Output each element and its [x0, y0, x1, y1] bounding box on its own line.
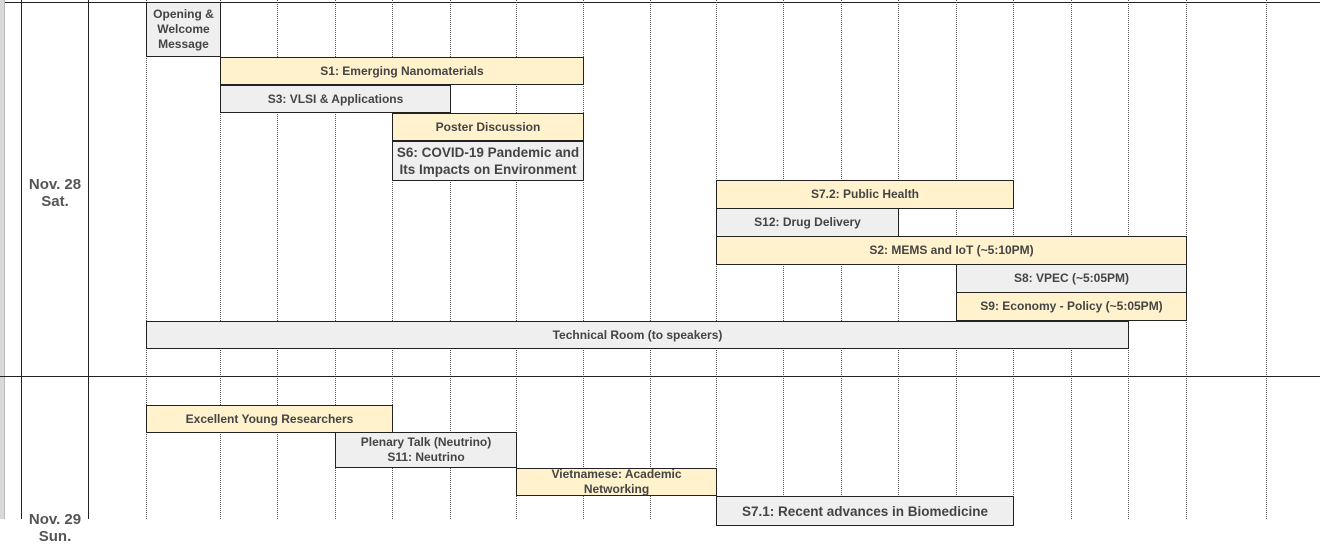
time-gridline [146, 0, 147, 519]
time-gridline [650, 0, 651, 519]
day-separator [0, 376, 1320, 377]
top-border [0, 2, 1320, 3]
event-s7-2[interactable]: S7.2: Public Health [716, 180, 1014, 209]
event-vietnamese[interactable]: Vietnamese: Academic Networking [516, 467, 717, 496]
time-gridline [277, 0, 278, 519]
event-s3[interactable]: S3: VLSI & Applications [220, 85, 451, 113]
event-plenary[interactable]: Plenary Talk (Neutrino) S11: Neutrino [335, 432, 517, 468]
date-column-border [21, 0, 22, 519]
event-s8[interactable]: S8: VPEC (~5:05PM) [956, 264, 1187, 293]
room-column-border [88, 0, 89, 519]
time-gridline [516, 0, 517, 519]
day-label-nov29: Nov. 29 Sun. [22, 511, 88, 545]
time-gridline [335, 0, 336, 519]
event-s12[interactable]: S12: Drug Delivery [716, 208, 899, 237]
day-date: Nov. 29 [28, 511, 82, 528]
day-label-nov28: Nov. 28 Sat. [22, 176, 88, 210]
event-young-researchers[interactable]: Excellent Young Researchers [146, 405, 393, 433]
event-s9[interactable]: S9: Economy - Policy (~5:05PM) [956, 292, 1187, 321]
event-technical-room[interactable]: Technical Room (to speakers) [146, 321, 1129, 349]
day-weekday: Sun. [38, 528, 72, 545]
time-gridline [220, 0, 221, 519]
event-s6[interactable]: S6: COVID-19 Pandemic and Its Impacts on… [392, 141, 584, 181]
day-date: Nov. 28 [28, 176, 82, 193]
event-s7-1[interactable]: S7.1: Recent advances in Biomedicine [716, 496, 1014, 526]
row-header-strip [0, 0, 5, 519]
time-gridline [583, 0, 584, 519]
time-gridline [392, 0, 393, 519]
event-opening[interactable]: Opening & Welcome Message [146, 2, 221, 57]
day-weekday: Sat. [41, 193, 69, 210]
time-gridline [450, 0, 451, 519]
event-poster[interactable]: Poster Discussion [392, 113, 584, 141]
event-s2[interactable]: S2: MEMS and IoT (~5:10PM) [716, 236, 1187, 265]
time-gridline [1266, 0, 1267, 519]
event-s1[interactable]: S1: Emerging Nanomaterials [220, 57, 584, 85]
